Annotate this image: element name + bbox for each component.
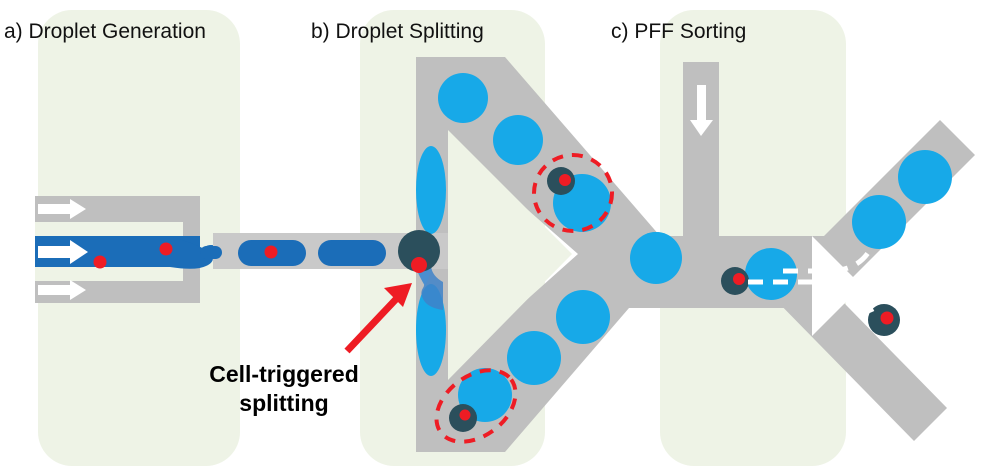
inlet-arrow-oil-top: [38, 199, 86, 219]
panel-title-b: b) Droplet Splitting: [311, 20, 484, 43]
panel-c-channels: [628, 62, 975, 441]
cell-core-in-aqueous-1: [93, 255, 107, 269]
inlet-arrow-aqueous: [38, 240, 88, 264]
cell-lower-branch-core: [459, 409, 471, 421]
splitting-mother-droplet-cell: [411, 257, 427, 273]
trajectory-small-cell: [748, 279, 875, 314]
pointer-arrow-head: [384, 283, 412, 307]
daughter-droplet-upper: [416, 146, 446, 234]
pff-cell-lower-outlet-core: [880, 311, 894, 325]
droplet-lower-branch-2: [507, 331, 561, 385]
droplet-plug-1-cell: [264, 245, 278, 259]
pff-droplet-pinched: [745, 248, 797, 300]
pointer-arrow-shaft: [344, 293, 402, 354]
cell-upper-branch-core: [559, 174, 571, 186]
ff-gap-bottom: [35, 267, 183, 281]
droplet-upper-branch-1: [438, 73, 488, 123]
pff-sheath-flow-arrow: [690, 85, 713, 136]
splitting-inner-wedge: [448, 130, 572, 380]
inlet-flow-arrows: [38, 199, 88, 300]
panel-title-a: a) Droplet Generation: [4, 20, 206, 43]
pff-droplet-upper-outlet-3: [898, 150, 952, 204]
pff-droplet-inlet: [630, 232, 682, 284]
ff-gap-top: [35, 222, 183, 236]
droplet-upper-branch-2: [493, 115, 543, 165]
aqueous-stub: [200, 246, 222, 259]
panel-title-c: c) PFF Sorting: [611, 20, 747, 43]
droplet-plug-2: [318, 240, 386, 266]
droplet-lower-branch-1: [556, 290, 610, 344]
pff-droplet-upper-outlet-1: [852, 195, 906, 249]
cell-triggered-splitting-label: Cell-triggered splitting: [209, 361, 359, 417]
cell-core-in-aqueous-2: [159, 242, 173, 256]
inlet-arrow-oil-bottom: [38, 280, 86, 300]
splitting-mother-droplet: [398, 230, 440, 272]
dashed-highlight-upper: [532, 153, 614, 233]
panel-a-channels: [35, 196, 428, 303]
cell-triggered-splitting-pointer: [344, 283, 412, 354]
pff-cell-pinched-core: [733, 273, 745, 285]
dashed-highlight-lower: [434, 368, 518, 444]
panel-b-channels: [398, 57, 760, 452]
